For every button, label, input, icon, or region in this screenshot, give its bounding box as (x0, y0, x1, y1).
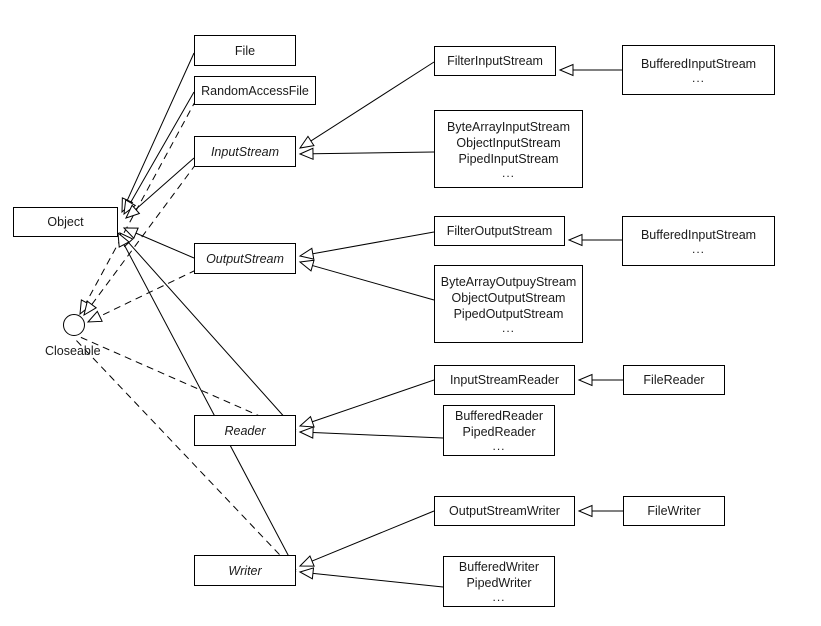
class-box-outputstream[interactable]: OutputStream (194, 243, 296, 274)
edge-line-e-writer-bufferedgroup (312, 572, 444, 588)
arrowhead-e-outputstream-filter (298, 247, 315, 260)
edge-line-e-writer-outputstreamwriter (311, 510, 435, 562)
edge-line-e-object-reader (128, 242, 297, 431)
arrowhead-e-outputstream-bytearraygroup (298, 259, 315, 272)
edge-line-e-object-outputstream (135, 232, 195, 259)
class-box-randomaccessfile[interactable]: RandomAccessFile (194, 76, 316, 105)
class-box-label: PipedOutputStream (453, 306, 564, 321)
class-box-label: ByteArrayInputStream (447, 119, 570, 134)
arrowhead-e-object-inputstream (125, 204, 141, 219)
edge-line-e-inputstream-filter (310, 61, 435, 142)
class-box-label: Writer (228, 563, 262, 578)
class-box-label: OutputStream (206, 251, 284, 266)
class-box-inputstreamreader[interactable]: InputStreamReader (434, 365, 575, 395)
arrowhead-e-reader-bufferedgroup (298, 426, 314, 439)
edge-line-e-inputstream-bytearraygroup (312, 151, 435, 155)
class-box-label: PipedWriter (466, 576, 532, 590)
class-box-ellipsis: ... (691, 70, 705, 85)
arrowhead-e-closeable-inputstream (83, 300, 98, 317)
class-box-bufferedinputstream[interactable]: BufferedInputStream... (622, 45, 775, 95)
class-box-label: InputStream (210, 144, 280, 159)
arrowhead-e-writer-bufferedgroup (298, 567, 315, 580)
arrowhead-e-object-writer (117, 231, 130, 248)
class-box-ellipsis: ... (492, 439, 506, 453)
class-box-label: FileReader (643, 373, 705, 387)
closeable-interface-circle[interactable] (63, 314, 85, 336)
class-box-label: FilterOutputStream (446, 224, 553, 238)
class-box-label: RandomAccessFile (201, 83, 309, 98)
edge-line-e-closeable-inputstream (91, 163, 197, 305)
class-box-label: File (234, 43, 256, 58)
edge-line-e-object-writer (123, 244, 297, 571)
class-box-label: Reader (224, 423, 266, 438)
class-box-label: BufferedWriter (458, 560, 540, 574)
class-box-inputstream[interactable]: InputStream (194, 136, 296, 167)
class-box-filteroutputstream[interactable]: FilterOutputStream (434, 216, 565, 246)
class-box-label: ObjectOutputStream (451, 290, 566, 305)
edge-line-e-closeable-randomaccessfile (85, 99, 197, 303)
class-box-ellipsis: ... (691, 241, 705, 256)
arrowhead-e-closeable-outputstream (86, 310, 103, 323)
class-box-filewriter[interactable]: FileWriter (623, 496, 725, 526)
class-box-label: ObjectInputStream (456, 135, 561, 150)
edge-line-e-reader-bufferedgroup (312, 432, 444, 439)
arrowhead-e-reader-inputstreamreader (298, 415, 315, 428)
class-box-object[interactable]: Object (13, 207, 118, 237)
arrowhead-e-writer-outputstreamwriter (298, 555, 315, 567)
arrowhead-e-inputstream-bytearraygroup (298, 147, 314, 161)
arrowhead-e-inputstream-filter (298, 135, 315, 149)
edge-line-e-reader-inputstreamreader (312, 379, 435, 423)
arrowhead-e-filteroutput-buffered (567, 233, 583, 247)
class-box-filereader[interactable]: FileReader (623, 365, 725, 395)
class-box-writer[interactable]: Writer (194, 555, 296, 586)
class-box-label: FilterInputStream (447, 54, 543, 68)
class-box-label: PipedInputStream (458, 151, 559, 166)
class-box-label: FileWriter (647, 504, 701, 518)
class-box-label: PipedReader (462, 425, 536, 439)
class-box-bufferedinputstream2[interactable]: BufferedInputStream... (622, 216, 775, 266)
class-box-ellipsis: ... (501, 165, 515, 180)
class-box-label: Object (47, 215, 84, 229)
class-box-label: BufferedInputStream (640, 227, 757, 242)
edge-line-e-object-randomaccessfile (130, 91, 195, 203)
class-box-label: OutputStreamWriter (449, 504, 560, 518)
edge-line-e-outputstream-bytearraygroup (312, 265, 435, 301)
class-box-ellipsis: ... (501, 320, 515, 335)
class-box-label: BufferedReader (454, 409, 544, 423)
arrowhead-e-outputstreamwriter-filewriter (577, 504, 593, 518)
class-box-label: ByteArrayOutpuyStream (440, 274, 577, 289)
edge-line-e-outputstream-filter (312, 231, 435, 255)
class-box-label: InputStreamReader (449, 373, 560, 387)
closeable-interface-label: Closeable (45, 344, 101, 358)
class-box-ellipsis: ... (492, 590, 506, 604)
edge-line-e-object-inputstream (135, 157, 195, 210)
arrowhead-e-object-outputstream (122, 227, 139, 240)
edge-line-e-closeable-writer (73, 337, 297, 573)
class-box-reader[interactable]: Reader (194, 415, 296, 446)
arrowhead-e-inputstreamreader-filereader (577, 373, 593, 387)
class-box-file[interactable]: File (194, 35, 296, 66)
class-box-filterinputstream[interactable]: FilterInputStream (434, 46, 556, 76)
class-box-outputstreamwriter[interactable]: OutputStreamWriter (434, 496, 575, 526)
edge-line-e-object-file (126, 52, 195, 201)
class-box-label: BufferedInputStream (640, 56, 757, 71)
edge-line-e-closeable-outputstream (99, 269, 197, 317)
arrowhead-e-filterinput-buffered (558, 63, 574, 77)
